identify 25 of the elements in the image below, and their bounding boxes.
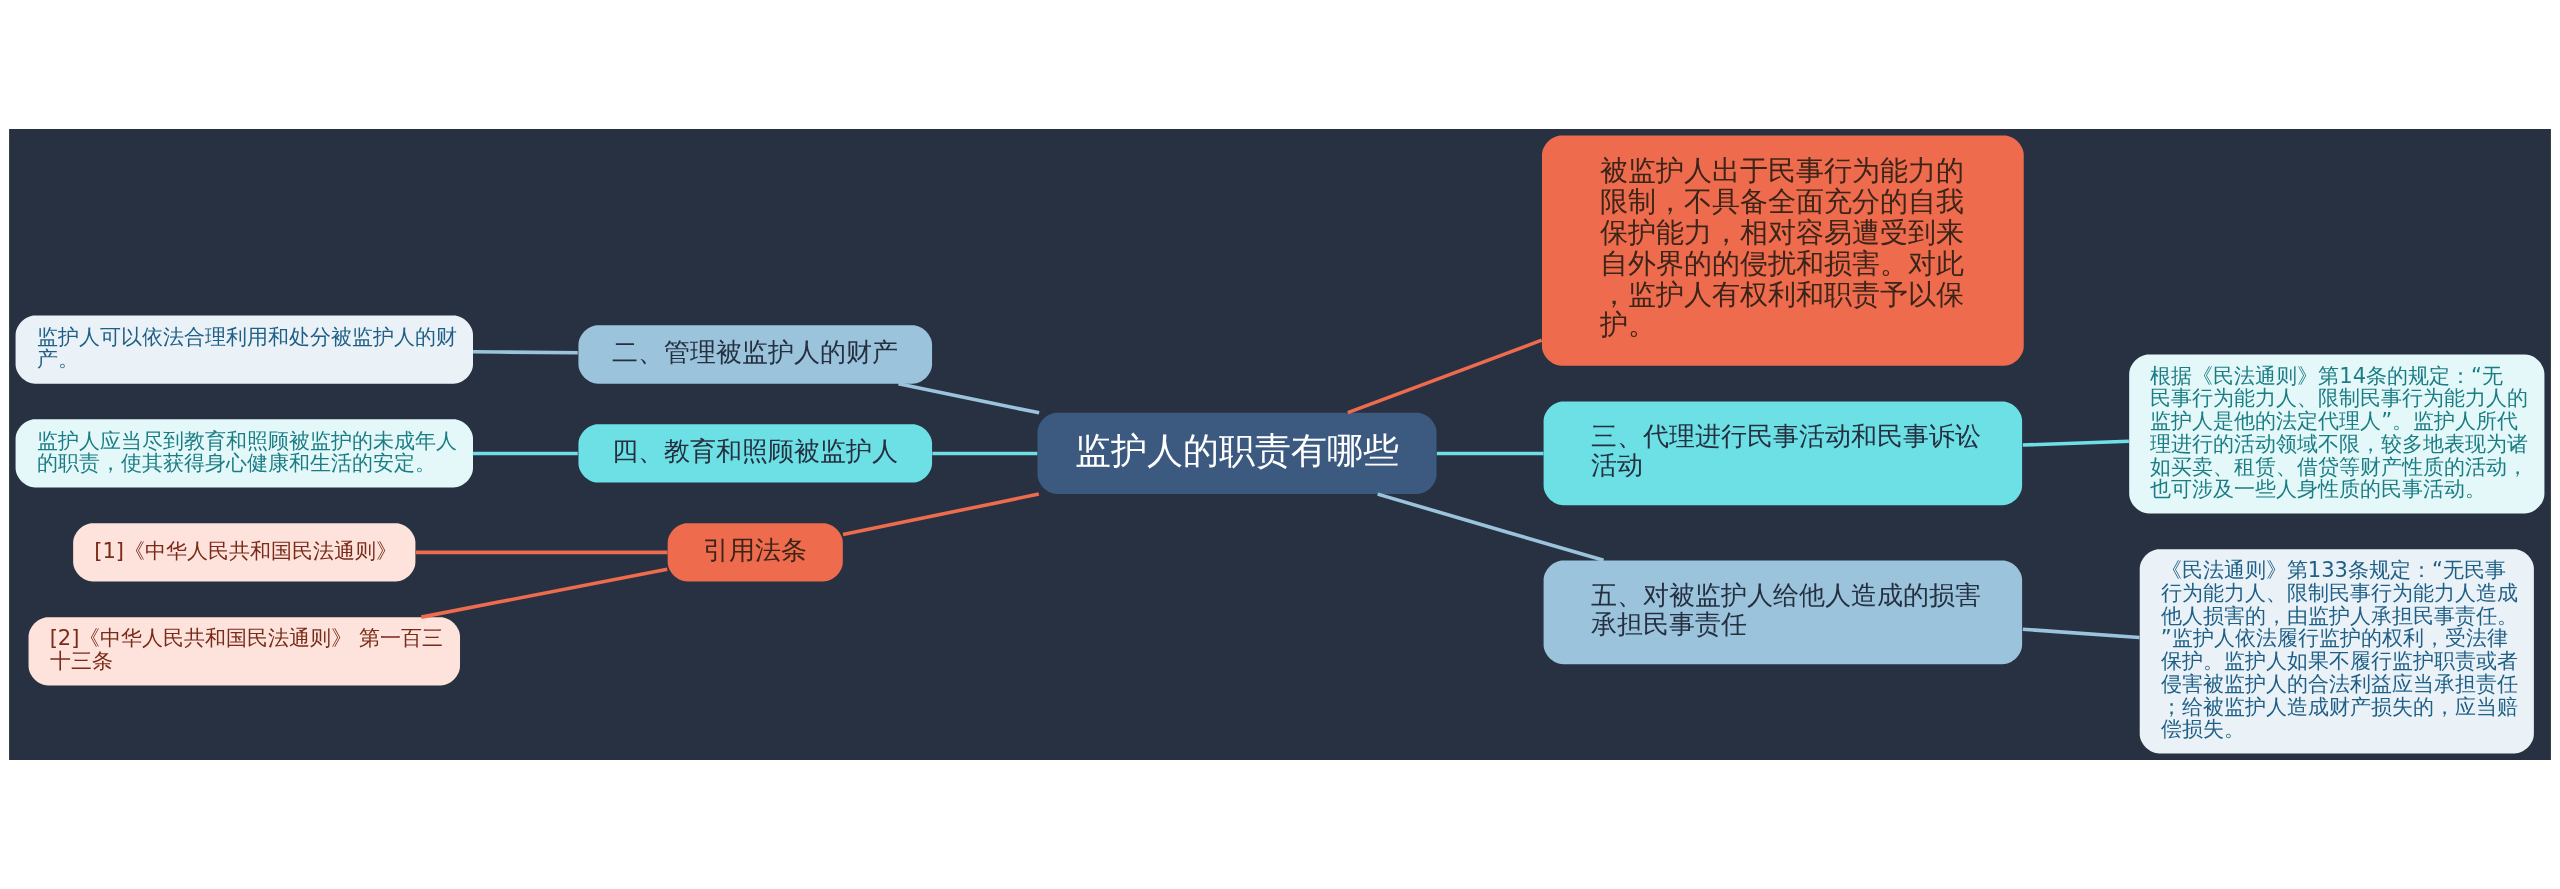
connector — [421, 567, 668, 619]
connector — [898, 382, 1040, 415]
connector — [2022, 627, 2140, 640]
node-box: [2]《中华人民共和国民法通则》 第一百三十三条 — [28, 617, 460, 686]
node-box: 监护人应当尽到教育和照顾被监护的未成年人的职责，使其获得身心健康和生活的安定。 — [15, 419, 473, 488]
node-box: 三、代理进行民事活动和民事诉讼活动 — [1543, 401, 2023, 506]
connector — [473, 350, 578, 355]
node-box: [1]《中华人民共和国民法通则》 — [73, 523, 416, 582]
connector — [415, 550, 668, 555]
node-box: 引用法条 — [667, 523, 843, 582]
node-box: 监护人可以依法合理利用和处分被监护人的财产。 — [15, 315, 473, 384]
node-box: 四、教育和照顾被监护人 — [578, 424, 933, 483]
connector — [932, 451, 1038, 456]
connector — [842, 492, 1040, 537]
node-box: 监护人的职责有哪些 — [1037, 412, 1437, 494]
node-box: 五、对被监护人给他人造成的损害承担民事责任 — [1543, 560, 2023, 665]
connector — [473, 451, 578, 456]
connector — [1377, 492, 1605, 563]
node-box: 根据《民法通则》第14条的规定：“无民事行为能力人、限制民事行为能力人的监护人是他的法定代理人”。监护人所代理进行的活动领域不限，较多地表现为诸如买卖、租赁、借贷等财产性质的活动，也可涉及一些人身性质的民事活动。 — [2129, 354, 2545, 514]
connector — [1347, 338, 1543, 415]
connector — [1436, 451, 1544, 456]
node-box: 《民法通则》第133条规定：“无民事行为能力人、限制民事行为能力人造成他人损害的，由监护人承担民事责任。”监护人依法履行监护的权利，受法律保护。监护人如果不履行监护职责或者侵害被监护人的合法利益应当承担责任；给被监护人造成财产损失的，应当赔偿损失。 — [2139, 549, 2534, 754]
connector — [2022, 439, 2129, 447]
node-box: 二、管理被监护人的财产 — [578, 325, 933, 384]
node-box: 被监护人出于民事行为能力的限制，不具备全面充分的自我保护能力，相对容易遭受到来自外界的的侵扰和损害。对此，监护人有权利和职责予以保护。 — [1541, 135, 2024, 366]
